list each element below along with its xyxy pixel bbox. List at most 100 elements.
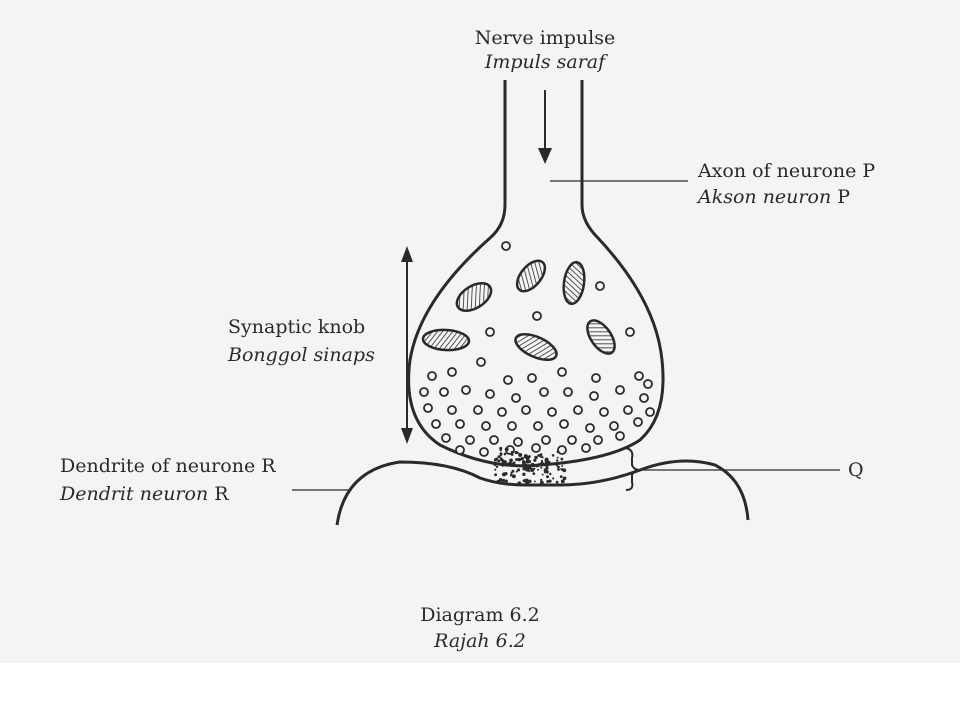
axon-label-ms-text: Akson neuron: [698, 186, 832, 208]
transmitter-dot: [560, 479, 565, 484]
vesicle: [501, 241, 511, 251]
vesicle: [473, 405, 483, 415]
transmitter-dot: [509, 458, 513, 463]
vesicle: [615, 385, 625, 395]
transmitter-dot: [522, 461, 526, 465]
vesicle: [625, 327, 635, 337]
transmitter-dot: [510, 450, 514, 454]
axon-label-ms: Akson neuron P: [698, 186, 850, 208]
vesicle: [533, 421, 543, 431]
nerve-impulse-label-ms: Impuls saraf: [484, 51, 606, 73]
transmitter-dot: [513, 461, 516, 464]
vesicle: [567, 435, 577, 445]
transmitter-dot: [530, 467, 535, 473]
vesicle: [455, 445, 465, 455]
synaptic-knob-label-ms: Bonggol sinaps: [228, 344, 375, 366]
transmitter-dot: [522, 466, 526, 471]
transmitter-dot: [551, 454, 555, 457]
transmitter-dot: [494, 468, 497, 471]
vesicle: [639, 393, 649, 403]
transmitter-dot: [511, 474, 516, 479]
vesicle: [591, 373, 601, 383]
dendrite-membrane: [335, 459, 750, 526]
transmitter-dot: [549, 472, 552, 476]
transmitter-dot: [527, 455, 531, 459]
vesicle: [513, 437, 523, 447]
transmitter-dot: [511, 469, 515, 473]
vesicle: [497, 407, 507, 417]
transmitter-dot: [539, 453, 543, 457]
vesicle: [481, 421, 491, 431]
knob-span-arrow: [401, 246, 413, 444]
transmitter-dot: [504, 447, 509, 452]
vesicle: [559, 419, 569, 429]
transmitter-dot: [516, 468, 521, 472]
transmitter-dot: [540, 466, 543, 469]
transmitter-dot: [530, 462, 533, 465]
transmitter-dot: [563, 470, 566, 473]
transmitter-dot: [499, 457, 503, 461]
transmitter-dot: [537, 463, 541, 466]
vesicle: [589, 391, 599, 401]
vesicle: [609, 421, 619, 431]
transmitter-dot: [515, 470, 518, 473]
transmitter-dot: [494, 473, 498, 477]
transmitter-dot: [522, 472, 526, 476]
vesicle: [623, 405, 633, 415]
vesicle: [507, 421, 517, 431]
impulse-arrow: [538, 90, 552, 164]
vesicle: [485, 389, 495, 399]
transmitter-dot: [560, 468, 563, 471]
vesicle: [585, 423, 595, 433]
transmitter-dot: [537, 454, 541, 457]
q-label: Q: [848, 459, 864, 481]
synaptic-knob-label: Synaptic knob: [228, 316, 366, 338]
vesicle: [547, 407, 557, 417]
vesicle: [599, 407, 609, 417]
transmitter-dot: [556, 450, 560, 454]
vesicle: [423, 403, 433, 413]
transmitter-dot: [546, 475, 549, 479]
vesicle: [557, 445, 567, 455]
transmitter-dot: [525, 467, 530, 472]
vesicle: [541, 435, 551, 445]
transmitter-dot: [499, 446, 503, 450]
vesicle: [539, 387, 549, 397]
vesicle: [581, 443, 591, 453]
transmitter-dot: [523, 454, 528, 459]
vesicle: [441, 433, 451, 443]
transmitter-dot: [545, 464, 549, 468]
transmitter-dot: [510, 453, 514, 456]
transmitter-dot: [497, 459, 501, 463]
vesicle: [595, 281, 605, 291]
transmitter-dot: [495, 465, 499, 469]
transmitter-dot: [532, 472, 536, 475]
transmitter-dot: [509, 462, 512, 465]
transmitter-dot: [541, 473, 544, 476]
transmitter-dot: [499, 449, 502, 452]
transmitter-dot: [501, 463, 504, 467]
transmitter-dot: [546, 480, 550, 483]
transmitter-dot: [497, 455, 501, 459]
transmitter-dot: [555, 480, 559, 484]
transmitter-dot: [510, 471, 513, 475]
transmitter-dot: [554, 463, 557, 466]
vesicle: [615, 431, 625, 441]
vesicle: [532, 311, 542, 321]
vesicle: [447, 367, 457, 377]
transmitter-dot: [500, 459, 503, 462]
vesicle: [557, 367, 567, 377]
cleft-brace: [625, 447, 641, 491]
mitochondria: [421, 259, 616, 362]
paper-background: [0, 0, 960, 663]
transmitter-dot: [501, 478, 506, 483]
transmitter-dot: [556, 456, 559, 459]
vesicle: [489, 435, 499, 445]
transmitter-dot: [517, 481, 522, 486]
transmitter-dot: [525, 459, 530, 464]
dendrite-label-ms: Dendrit neuron R: [60, 483, 229, 505]
transmitter-dot: [537, 468, 539, 471]
transmitter-dot: [533, 458, 537, 462]
